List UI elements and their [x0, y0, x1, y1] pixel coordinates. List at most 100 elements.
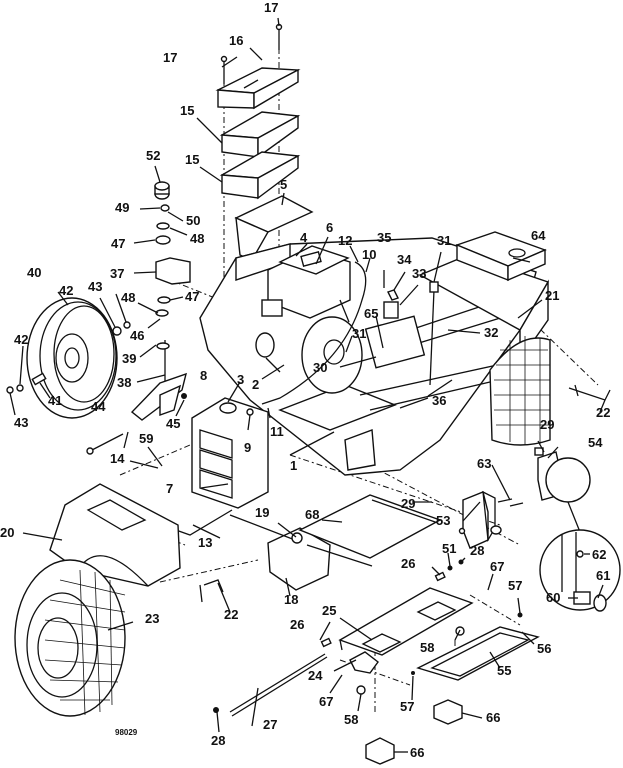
- callout-46: 46: [130, 328, 144, 343]
- callout-13: 13: [198, 535, 212, 550]
- callout-labels: 17 16 17 15 15 5 52 49 50 48 47 4 6 12 1…: [0, 0, 610, 760]
- callout-19: 19: [255, 505, 269, 520]
- callout-47: 47: [185, 289, 199, 304]
- callout-14: 14: [110, 451, 125, 466]
- callout-57: 57: [400, 699, 414, 714]
- callout-35: 35: [377, 230, 391, 245]
- figure-number: 98029: [115, 728, 138, 737]
- caster-bearing-stack: [154, 181, 191, 285]
- callout-56: 56: [537, 641, 551, 656]
- callout-21: 21: [545, 288, 559, 303]
- callout-32: 32: [484, 325, 498, 340]
- callout-43: 43: [14, 415, 28, 430]
- callout-25: 25: [322, 603, 336, 618]
- small-hardware-left: [6, 296, 187, 455]
- callout-11: 11: [270, 424, 284, 439]
- callout-52: 52: [146, 148, 160, 163]
- callout-43: 43: [88, 279, 102, 294]
- platform-support: [416, 626, 540, 681]
- callout-18: 18: [284, 592, 298, 607]
- callout-50: 50: [186, 213, 200, 228]
- callout-2: 2: [252, 377, 259, 392]
- callout-59: 59: [139, 431, 153, 446]
- callout-7: 7: [166, 481, 173, 496]
- callout-61: 61: [596, 568, 610, 583]
- shield: [234, 195, 314, 261]
- callout-15: 15: [180, 103, 194, 118]
- callout-40: 40: [27, 265, 41, 280]
- callout-51: 51: [442, 541, 456, 556]
- floor-mat: [298, 494, 442, 567]
- callout-31: 31: [437, 233, 451, 248]
- callout-57: 57: [508, 578, 522, 593]
- callout-28: 28: [211, 733, 225, 748]
- callout-12: 12: [338, 233, 352, 248]
- callout-45: 45: [166, 416, 180, 431]
- callout-20: 20: [0, 525, 14, 540]
- callout-36: 36: [432, 393, 446, 408]
- callout-67: 67: [490, 559, 504, 574]
- callout-22: 22: [596, 405, 610, 420]
- callout-22: 22: [224, 607, 238, 622]
- callout-48: 48: [121, 290, 135, 305]
- control-bracket: [229, 514, 331, 591]
- callout-1: 1: [290, 458, 297, 473]
- callout-16: 16: [229, 33, 243, 48]
- platform-rod-and-hardware: [213, 559, 523, 717]
- callout-28: 28: [470, 543, 484, 558]
- callout-17: 17: [264, 0, 278, 15]
- callout-66: 66: [486, 710, 500, 725]
- callout-26: 26: [290, 617, 304, 632]
- callout-30: 30: [313, 360, 327, 375]
- caster-fork: [130, 340, 187, 421]
- callout-63: 63: [477, 456, 491, 471]
- callout-55: 55: [497, 663, 511, 678]
- pads-66: [365, 699, 463, 765]
- callout-49: 49: [115, 200, 129, 215]
- callout-47: 47: [111, 236, 125, 251]
- leader-lines: [9, 17, 604, 753]
- callout-54: 54: [588, 435, 603, 450]
- callout-60: 60: [546, 590, 560, 605]
- callout-23: 23: [145, 611, 159, 626]
- callout-33: 33: [412, 266, 426, 281]
- callout-67: 67: [319, 694, 333, 709]
- callout-65: 65: [364, 306, 378, 321]
- callout-68: 68: [305, 507, 319, 522]
- weight-bottom: [219, 151, 301, 200]
- callout-31: 31: [352, 326, 366, 341]
- callout-17: 17: [163, 50, 177, 65]
- callout-9: 9: [244, 440, 251, 455]
- callout-10: 10: [362, 247, 376, 262]
- callout-3: 3: [237, 372, 244, 387]
- callout-26: 26: [401, 556, 415, 571]
- callout-34: 34: [397, 252, 412, 267]
- callout-44: 44: [91, 399, 106, 414]
- callout-6: 6: [326, 220, 333, 235]
- callout-27: 27: [263, 717, 277, 732]
- tool-box: [455, 231, 547, 282]
- callout-42: 42: [14, 332, 28, 347]
- callout-66: 66: [410, 745, 424, 760]
- callout-62: 62: [592, 547, 606, 562]
- fender-clips: [199, 387, 611, 603]
- callout-38: 38: [117, 375, 131, 390]
- callout-37: 37: [110, 266, 124, 281]
- foot-platform: [338, 587, 474, 674]
- callout-24: 24: [308, 668, 323, 683]
- left-fender: [49, 483, 181, 587]
- callout-29: 29: [540, 417, 554, 432]
- callout-5: 5: [280, 177, 287, 192]
- weight-middle: [219, 111, 301, 159]
- callout-8: 8: [200, 368, 207, 383]
- rear-tire: [14, 559, 126, 717]
- detail-magnifier: [497, 457, 621, 612]
- callout-53: 53: [436, 513, 450, 528]
- caster-wheel: [26, 297, 118, 419]
- callout-15: 15: [185, 152, 199, 167]
- callout-4: 4: [300, 230, 308, 245]
- callout-41: 41: [48, 393, 62, 408]
- weight-top: [215, 67, 301, 110]
- callout-64: 64: [531, 228, 546, 243]
